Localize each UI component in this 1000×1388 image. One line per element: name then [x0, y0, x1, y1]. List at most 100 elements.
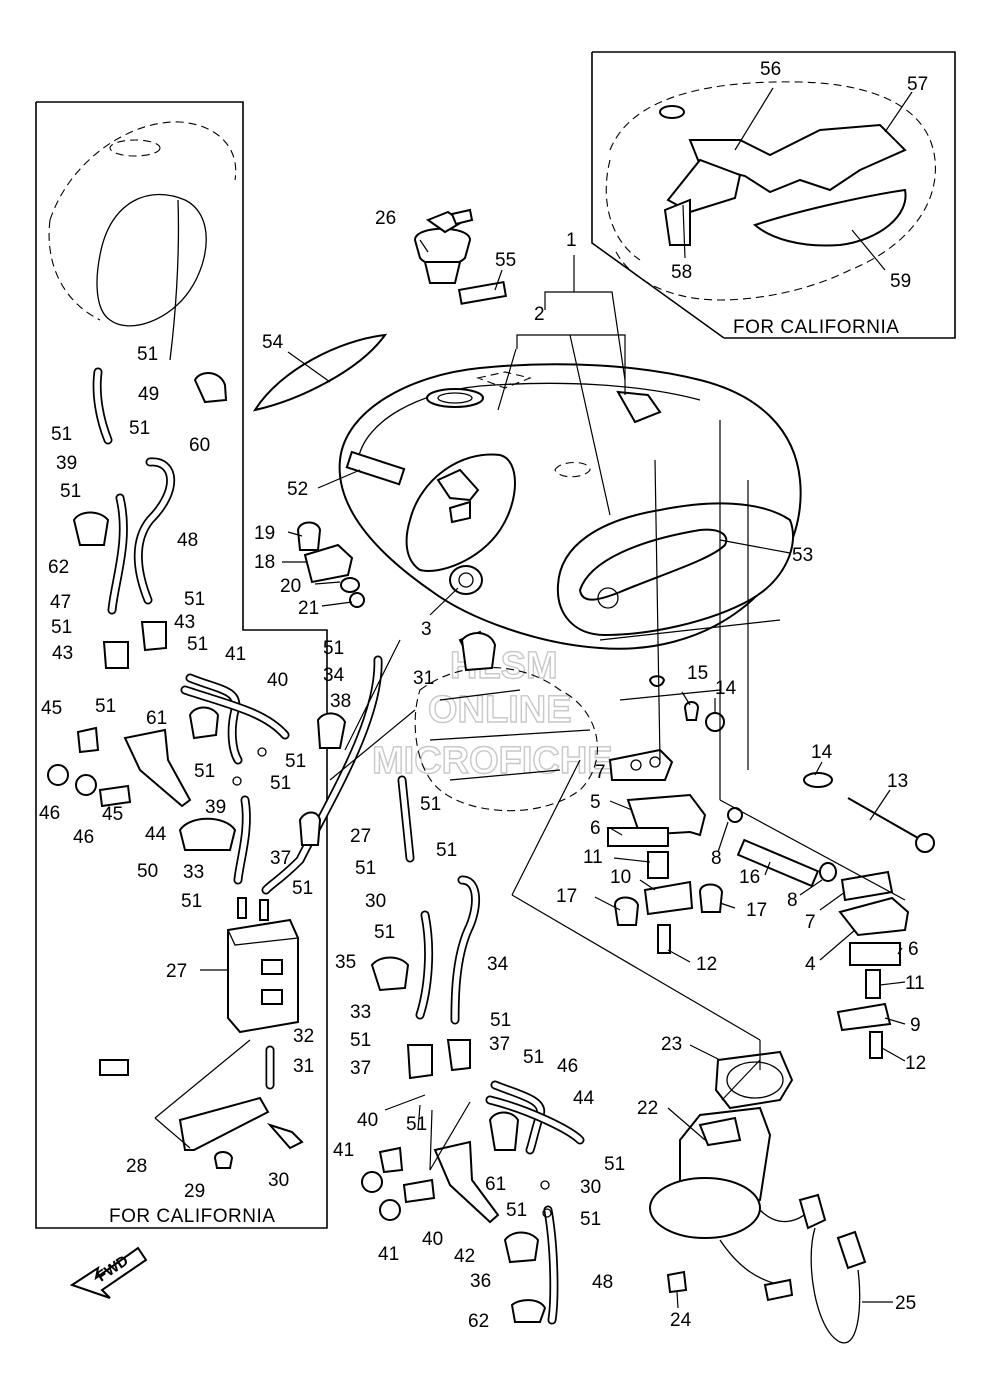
callout-41: 41 — [225, 644, 246, 665]
callout-51: 51 — [184, 589, 205, 610]
callout-31: 31 — [413, 668, 434, 689]
callout-4: 4 — [805, 954, 816, 975]
callout-34: 34 — [323, 665, 345, 686]
callout-7: 7 — [595, 762, 606, 783]
fuel-pump — [649, 1050, 867, 1344]
callout-23: 23 — [661, 1034, 682, 1055]
callout-46: 46 — [39, 803, 60, 824]
callout-60: 60 — [189, 435, 210, 456]
callout-24: 24 — [670, 1310, 692, 1331]
callout-21: 21 — [298, 598, 319, 619]
callout-12: 12 — [905, 1053, 926, 1074]
leader-lines — [154, 87, 913, 1309]
callout-3: 3 — [421, 619, 432, 640]
callout-47: 47 — [50, 592, 71, 613]
callout-37: 37 — [270, 848, 291, 869]
callout-46: 46 — [73, 827, 94, 848]
callout-51: 51 — [51, 424, 72, 445]
callout-7: 7 — [805, 912, 816, 933]
callout-51: 51 — [436, 840, 457, 861]
callout-54: 54 — [262, 332, 284, 353]
callout-30: 30 — [365, 891, 386, 912]
callout-41: 41 — [333, 1140, 354, 1161]
callout-51: 51 — [374, 922, 395, 943]
callout-19: 19 — [254, 523, 275, 544]
callout-51: 51 — [490, 1010, 511, 1031]
callout-15: 15 — [687, 663, 708, 684]
callout-17: 17 — [746, 900, 767, 921]
callout-27: 27 — [166, 961, 187, 982]
canister-heat-shield — [688, 123, 907, 194]
callout-28: 28 — [126, 1156, 147, 1177]
callout-29: 29 — [184, 1181, 205, 1202]
callout-59: 59 — [890, 271, 911, 292]
callout-14: 14 — [811, 742, 833, 763]
callout-51: 51 — [350, 1030, 371, 1051]
california-inset-frame-top — [591, 51, 956, 339]
valves-center — [361, 956, 552, 1323]
fuel-cap — [413, 208, 474, 284]
callout-51: 51 — [292, 878, 313, 899]
left-inset-tank-sketch — [48, 121, 237, 361]
callout-51: 51 — [420, 794, 441, 815]
canister-left — [227, 897, 299, 1034]
callout-58: 58 — [671, 262, 692, 283]
rear-mount-right — [683, 701, 935, 1059]
callout-30: 30 — [580, 1177, 601, 1198]
callout-45: 45 — [102, 804, 123, 825]
callout-43: 43 — [52, 643, 73, 664]
callout-61: 61 — [485, 1174, 506, 1195]
callout-46: 46 — [557, 1056, 578, 1077]
callout-26: 26 — [375, 208, 396, 229]
callout-8: 8 — [787, 890, 798, 911]
callout-57: 57 — [907, 74, 928, 95]
callout-49: 49 — [138, 384, 159, 405]
callout-61: 61 — [146, 708, 167, 729]
callout-51: 51 — [187, 634, 208, 655]
callout-5: 5 — [590, 792, 601, 813]
callout-51: 51 — [506, 1200, 527, 1221]
hoses-left-inset — [92, 367, 383, 1090]
callout-9: 9 — [910, 1015, 921, 1036]
callout-35: 35 — [335, 952, 356, 973]
callout-51: 51 — [60, 481, 81, 502]
callout-37: 37 — [350, 1058, 371, 1079]
callout-2: 2 — [534, 304, 545, 325]
callout-14: 14 — [715, 678, 737, 699]
callout-53: 53 — [792, 545, 813, 566]
callout-51: 51 — [181, 891, 202, 912]
callout-55: 55 — [495, 250, 516, 271]
side-cover-panel — [753, 188, 907, 247]
callout-8: 8 — [711, 848, 722, 869]
callout-27: 27 — [350, 826, 371, 847]
callout-39: 39 — [56, 453, 77, 474]
callout-17: 17 — [556, 886, 577, 907]
callout-44: 44 — [145, 824, 167, 845]
tank-rear-bracket — [616, 390, 662, 424]
callout-11: 11 — [905, 973, 925, 994]
callout-51: 51 — [355, 858, 376, 879]
callout-51: 51 — [95, 696, 116, 717]
callout-51: 51 — [604, 1154, 625, 1175]
callout-18: 18 — [254, 552, 275, 573]
callout-48: 48 — [592, 1272, 613, 1293]
mount-hardware-18-21 — [296, 521, 365, 608]
callout-22: 22 — [637, 1098, 658, 1119]
callout-51: 51 — [285, 751, 306, 772]
callout-51: 51 — [51, 617, 72, 638]
callout-62: 62 — [468, 1311, 489, 1332]
callout-12: 12 — [696, 954, 717, 975]
caution-label — [457, 280, 508, 305]
callout-33: 33 — [183, 862, 204, 883]
hose-clip-top — [460, 632, 497, 672]
callout-51: 51 — [194, 761, 215, 782]
callout-51: 51 — [580, 1209, 601, 1230]
watermark-line-2: ONLINE — [428, 689, 572, 731]
callout-13: 13 — [887, 771, 908, 792]
callout-51: 51 — [137, 344, 158, 365]
callout-33: 33 — [350, 1002, 371, 1023]
callout-51: 51 — [406, 1114, 427, 1135]
callout-20: 20 — [280, 576, 301, 597]
callout-43: 43 — [174, 612, 195, 633]
